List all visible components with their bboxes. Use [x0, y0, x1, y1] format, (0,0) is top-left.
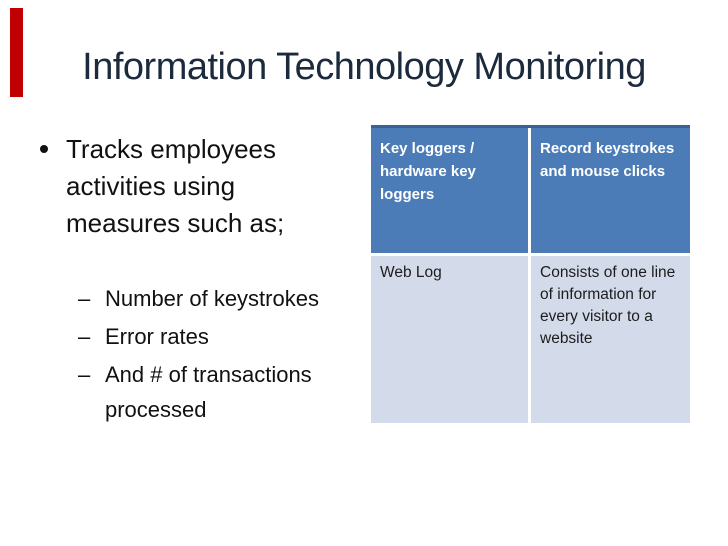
dash-bullet-icon: –	[78, 362, 91, 387]
list-item: – Error rates	[78, 319, 356, 354]
list-item: – Number of keystrokes	[78, 281, 356, 316]
main-bullet-text: Tracks employees activities using measur…	[66, 134, 285, 238]
table-body-cell: Web Log	[371, 256, 528, 423]
list-item: – And # of transactions processed	[78, 357, 356, 427]
sub-bullet-text: And # of transactions processed	[105, 362, 312, 422]
dash-bullet-icon: –	[78, 286, 91, 311]
table-body-cell: Consists of one line of information for …	[531, 256, 690, 423]
table-header-cell: Key loggers / hardware key loggers	[371, 128, 528, 253]
main-bullet-item: Tracks employees activities using measur…	[40, 131, 340, 242]
sub-bullet-text: Number of keystrokes	[105, 286, 319, 311]
bullet-dot-icon	[40, 145, 48, 153]
table-header-cell: Record keystrokes and mouse clicks	[531, 128, 690, 253]
red-accent-bar	[10, 8, 23, 97]
sub-bullet-list: – Number of keystrokes – Error rates – A…	[78, 281, 356, 430]
dash-bullet-icon: –	[78, 324, 91, 349]
slide-title: Information Technology Monitoring	[82, 46, 646, 88]
sub-bullet-text: Error rates	[105, 324, 209, 349]
monitoring-table: Key loggers / hardware key loggers Recor…	[371, 125, 690, 423]
